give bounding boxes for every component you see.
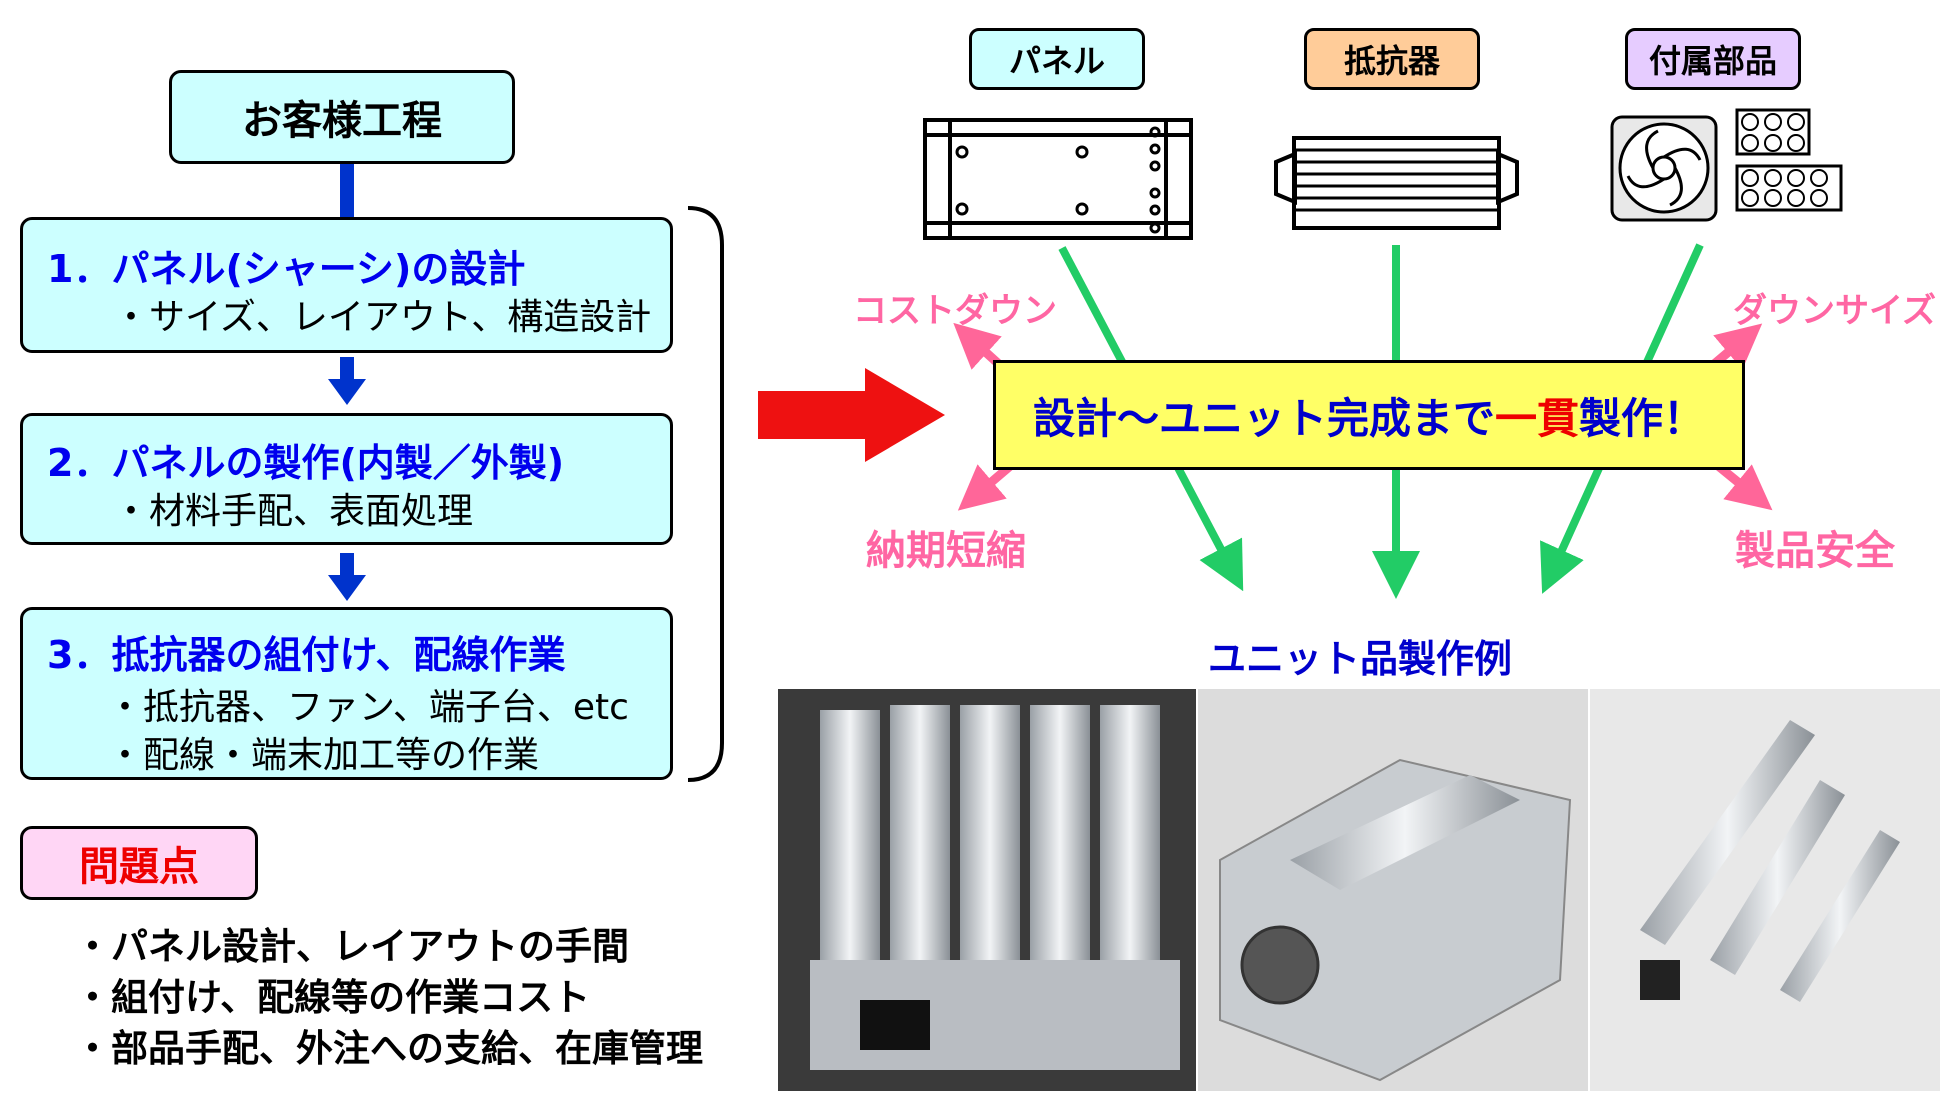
- component-label-resistor: 抵抗器: [1304, 28, 1480, 90]
- step-1-box: 1．パネル(シャーシ)の設計 ・サイズ、レイアウト、構造設計: [20, 217, 673, 353]
- benefit-cost-down: コストダウン: [853, 291, 1057, 331]
- problem-item: ・パネル設計、レイアウトの手間: [74, 925, 629, 968]
- banner-text-1: 設計～ユニット完成まで: [1032, 393, 1495, 443]
- problem-item: ・組付け、配線等の作業コスト: [74, 976, 591, 1019]
- step-2-line-1: ・材料手配、表面処理: [113, 491, 474, 532]
- bracket: [687, 206, 724, 782]
- fan-terminal-icon: [1610, 108, 1843, 222]
- customer-process-title: お客様工程: [242, 98, 442, 144]
- down-arrow-icon: [328, 553, 366, 601]
- unit-photo-2: [1198, 689, 1588, 1091]
- unit-photo-3: [1590, 689, 1940, 1091]
- problems-title: 問題点: [79, 844, 199, 890]
- step-1-title: 1．パネル(シャーシ)の設計: [47, 247, 526, 291]
- step-3-line-2: ・配線・端末加工等の作業: [107, 735, 540, 776]
- benefit-lead-time: 納期短縮: [866, 528, 1026, 574]
- problem-item: ・部品手配、外注への支給、在庫管理: [74, 1027, 703, 1070]
- integrated-production-banner: 設計～ユニット完成まで一貫製作！: [993, 360, 1745, 470]
- problems-title-box: 問題点: [20, 826, 258, 900]
- panel-icon: [923, 118, 1193, 240]
- down-arrow-icon: [328, 357, 366, 405]
- step-3-title: 3．抵抗器の組付け、配線作業: [47, 633, 566, 677]
- component-label-text: パネル: [1008, 42, 1105, 80]
- resistor-icon: [1274, 136, 1519, 230]
- component-label-panel: パネル: [969, 28, 1145, 90]
- benefit-downsize: ダウンサイズ: [1733, 291, 1936, 331]
- banner-highlight: 一貫: [1494, 393, 1579, 443]
- step-3-line-1: ・抵抗器、ファン、端子台、etc: [107, 687, 629, 728]
- unit-photo-1: [778, 689, 1196, 1091]
- customer-process-box: お客様工程: [169, 70, 515, 164]
- banner-text-2: 製作！: [1579, 393, 1706, 443]
- component-label-text: 抵抗器: [1343, 42, 1440, 80]
- connector-bar: [340, 162, 354, 220]
- step-2-box: 2．パネルの製作(内製／外製) ・材料手配、表面処理: [20, 413, 673, 545]
- component-label-accessories: 付属部品: [1625, 28, 1801, 90]
- step-2-title: 2．パネルの製作(内製／外製): [47, 441, 565, 485]
- step-1-line-1: ・サイズ、レイアウト、構造設計: [113, 297, 652, 338]
- benefit-safety: 製品安全: [1735, 528, 1895, 574]
- step-3-box: 3．抵抗器の組付け、配線作業 ・抵抗器、ファン、端子台、etc ・配線・端末加工…: [20, 607, 673, 780]
- red-arrow-icon: [758, 368, 945, 462]
- example-label: ユニット品製作例: [1208, 637, 1513, 681]
- component-label-text: 付属部品: [1648, 42, 1777, 80]
